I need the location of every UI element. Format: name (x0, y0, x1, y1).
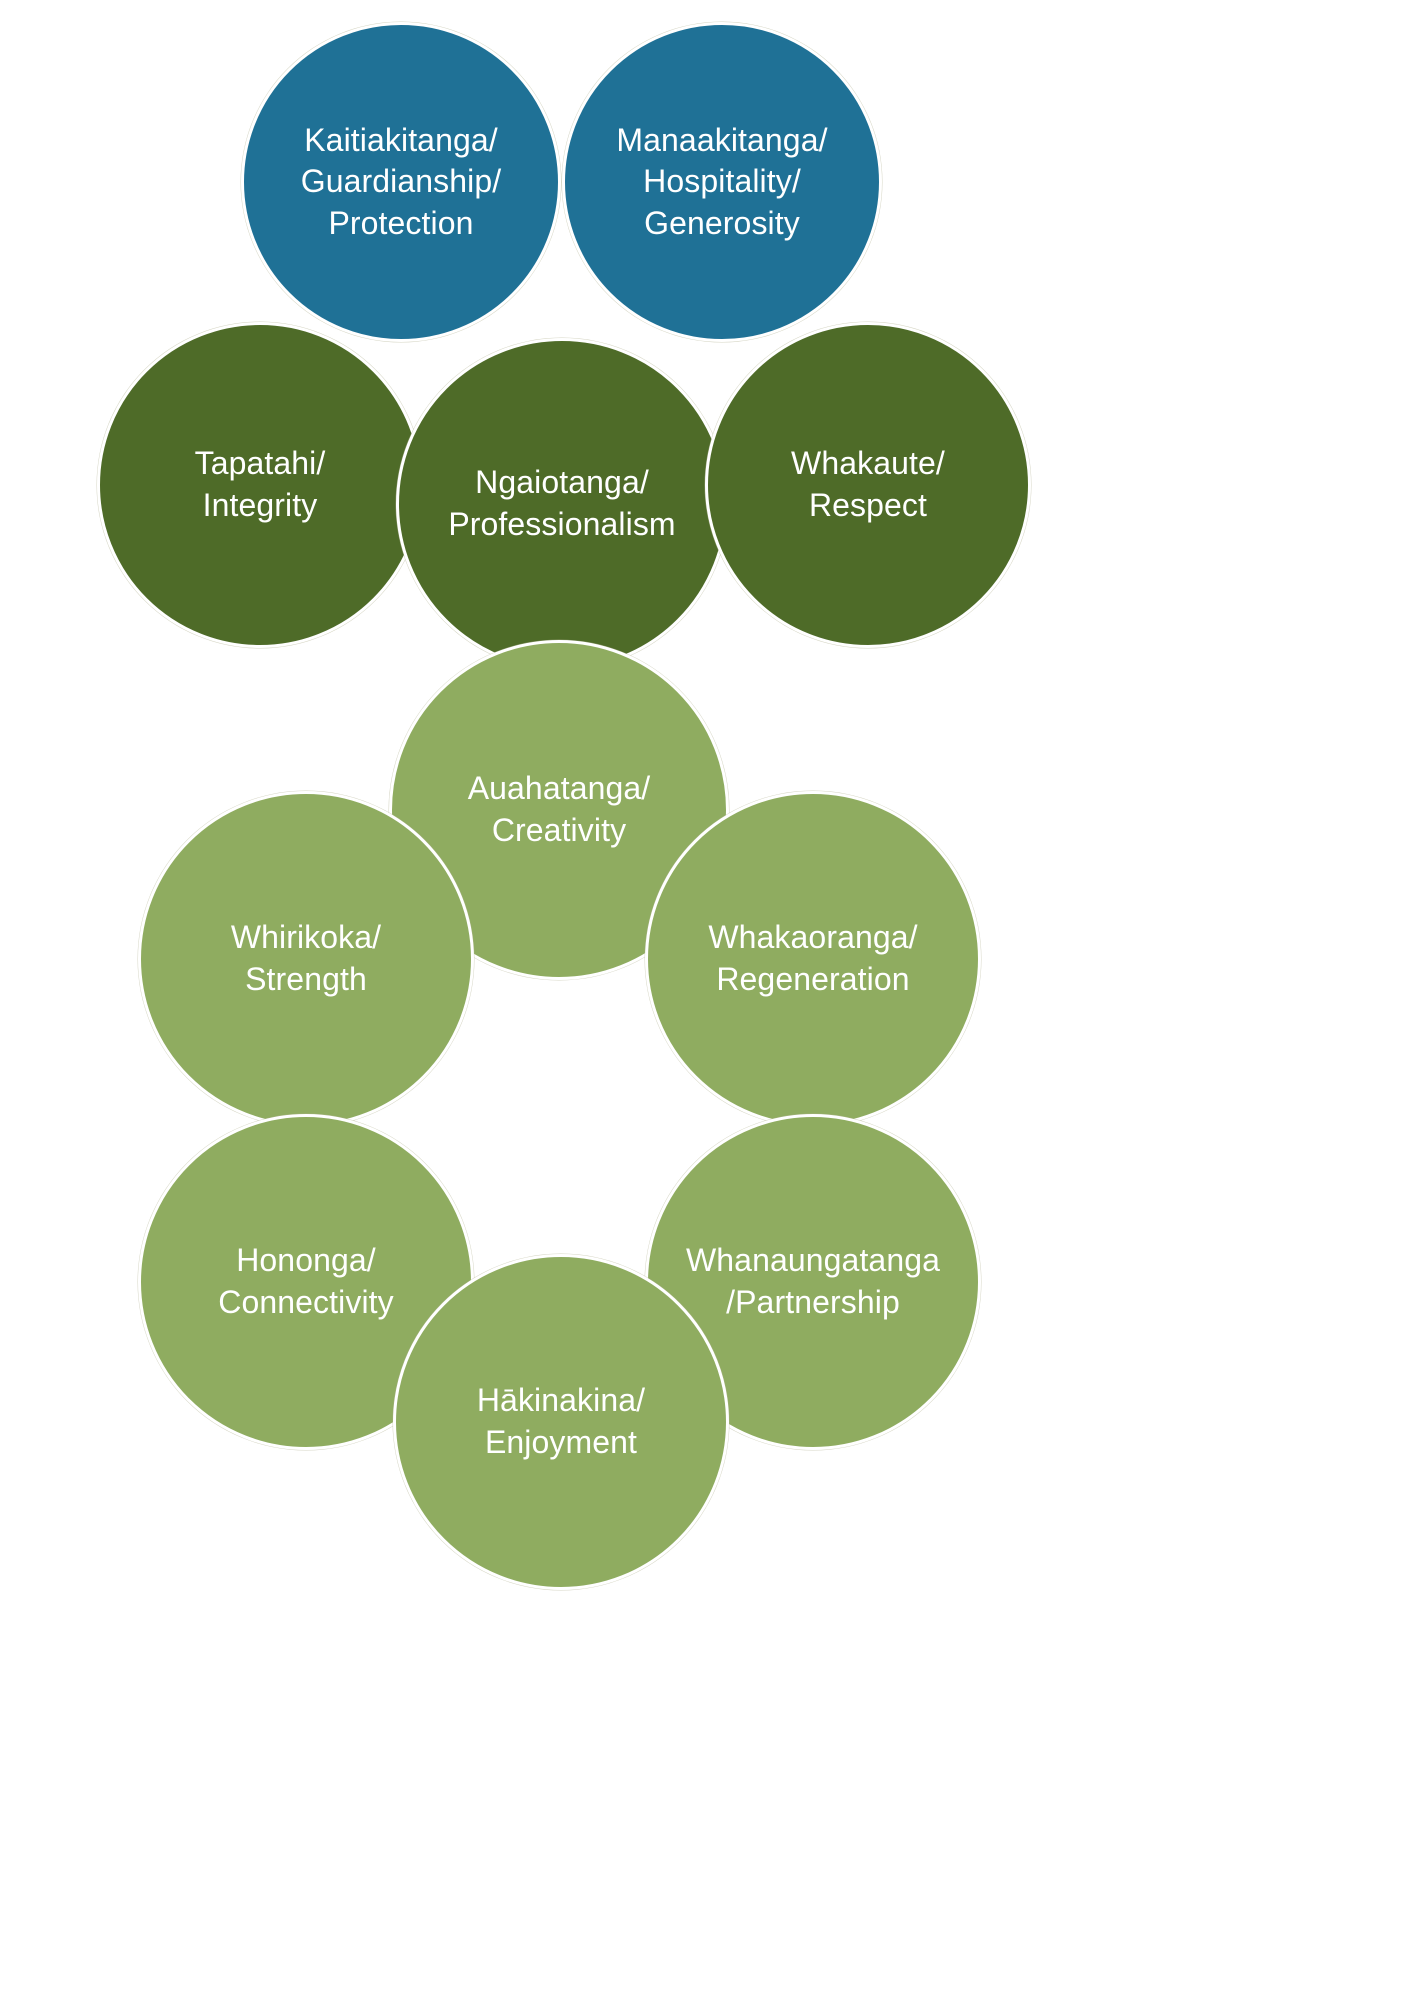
circle-ngaiotanga[interactable]: Ngaiotanga/ Professionalism (396, 338, 728, 670)
circle-label-auahatanga: Auahatanga/ Creativity (467, 770, 651, 848)
circle-label-hakinakina: Hākinakina/ Enjoyment (476, 1382, 646, 1460)
circle-label-kaitiakitanga: Kaitiakitanga/ Guardianship/ Protection (300, 121, 502, 241)
circle-hakinakina[interactable]: Hākinakina/ Enjoyment (393, 1254, 729, 1590)
circle-manaakitanga[interactable]: Manaakitanga/ Hospitality/ Generosity (562, 22, 882, 342)
circle-whirikoka[interactable]: Whirikoka/ Strength (138, 791, 474, 1127)
circle-label-whirikoka: Whirikoka/ Strength (230, 919, 382, 997)
circle-label-tapatahi: Tapatahi/ Integrity (194, 445, 326, 523)
circle-whakaute[interactable]: Whakaute/ Respect (705, 322, 1031, 648)
circle-label-whakaute: Whakaute/ Respect (791, 445, 945, 523)
circle-label-whakaoranga: Whakaoranga/ Regeneration (708, 919, 918, 997)
circle-whakaoranga[interactable]: Whakaoranga/ Regeneration (645, 791, 981, 1127)
circle-label-ngaiotanga: Ngaiotanga/ Professionalism (448, 464, 676, 542)
circle-tapatahi[interactable]: Tapatahi/ Integrity (97, 322, 423, 648)
circle-kaitiakitanga[interactable]: Kaitiakitanga/ Guardianship/ Protection (241, 22, 561, 342)
circle-label-whanaungatanga: Whanaungatanga /Partnership (685, 1242, 941, 1320)
circle-label-hononga: Hononga/ Connectivity (218, 1242, 394, 1320)
circle-label-manaakitanga: Manaakitanga/ Hospitality/ Generosity (616, 121, 828, 241)
